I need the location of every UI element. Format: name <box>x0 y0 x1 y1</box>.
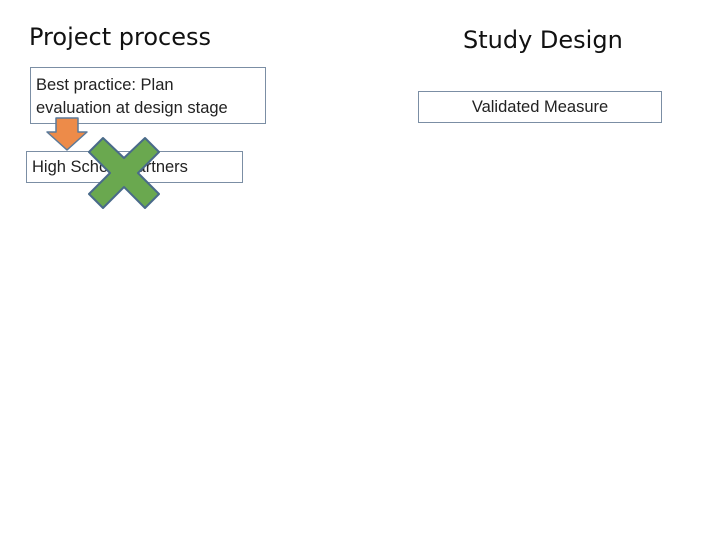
x-mark-icon <box>88 137 160 209</box>
project-process-title: Project process <box>29 23 211 51</box>
best-practice-box: Best practice: Plan evaluation at design… <box>30 67 266 124</box>
down-arrow-icon <box>46 117 88 151</box>
study-design-title: Study Design <box>463 26 623 54</box>
best-practice-line-1: Best practice: Plan <box>36 76 174 94</box>
validated-measure-box: Validated Measure <box>418 91 662 123</box>
validated-measure-label: Validated Measure <box>471 98 609 116</box>
best-practice-line-2: evaluation at design stage <box>36 99 228 117</box>
